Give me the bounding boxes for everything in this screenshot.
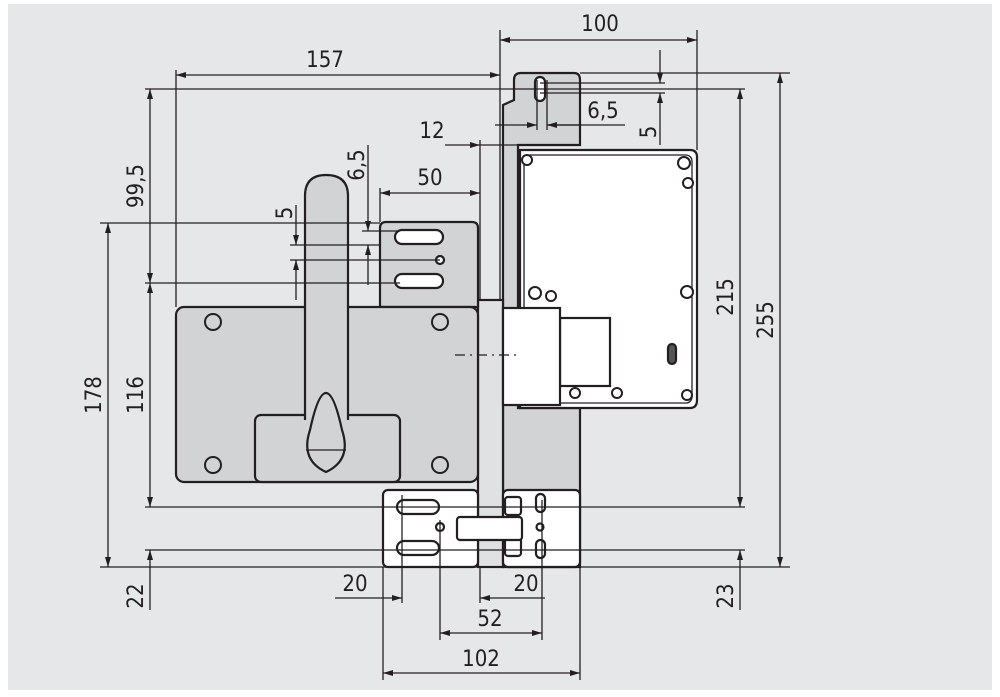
screw-icon — [431, 313, 449, 331]
dim-label-100: 100 — [581, 12, 619, 37]
dim-label-5-left: 5 — [273, 207, 298, 220]
housing-screws — [204, 313, 449, 474]
dim-label-99-5: 99,5 — [124, 164, 149, 208]
dim-label-215: 215 — [714, 278, 739, 316]
screw-icon — [528, 286, 542, 300]
dim-label-23: 23 — [714, 583, 739, 608]
actuator-tongue — [455, 515, 524, 542]
extension-lines — [100, 30, 790, 680]
screw-icon — [431, 456, 449, 474]
led-indicator — [666, 342, 678, 366]
switch-screws — [521, 154, 694, 401]
dim-label-178: 178 — [82, 376, 107, 414]
screw-icon — [611, 387, 623, 399]
receiver-slot — [534, 538, 547, 560]
screw-icon — [569, 387, 581, 399]
dim-label-6-5-left: 6,5 — [345, 149, 370, 180]
dim-label-157: 157 — [306, 48, 344, 73]
dim-label-22: 22 — [124, 583, 149, 608]
door-handle — [303, 173, 350, 420]
screw-icon — [682, 177, 694, 189]
dim-label-20-right: 20 — [513, 572, 538, 597]
screw-icon — [677, 156, 691, 170]
handle-knob — [306, 391, 346, 474]
dim-label-5-top: 5 — [637, 126, 662, 139]
dim-label-52: 52 — [477, 607, 502, 632]
switch-body-inner-edge — [523, 154, 693, 404]
screw-icon — [681, 389, 693, 401]
receiver-slot — [534, 492, 547, 514]
switch-head — [501, 306, 562, 407]
switch-cover-recess — [558, 316, 612, 388]
switch-mounting-plate — [501, 71, 582, 569]
screw-icon — [545, 290, 557, 302]
dim-label-255: 255 — [754, 301, 779, 339]
plate-slot — [393, 228, 445, 246]
dim-label-20-left: 20 — [342, 572, 367, 597]
screw-icon — [204, 456, 222, 474]
actuator-slot — [395, 539, 441, 557]
screw-icon — [204, 313, 222, 331]
screw-icon — [521, 154, 533, 166]
dim-label-102: 102 — [462, 647, 500, 672]
dim-label-6-5-top: 6,5 — [587, 99, 618, 124]
dim-label-12: 12 — [419, 119, 444, 144]
plate-slot — [393, 272, 445, 290]
dim-label-116: 116 — [124, 376, 149, 414]
receiver-guide — [503, 495, 523, 517]
dim-label-50: 50 — [417, 166, 442, 191]
screw-icon — [680, 285, 694, 299]
dimension-lines — [105, 37, 783, 676]
